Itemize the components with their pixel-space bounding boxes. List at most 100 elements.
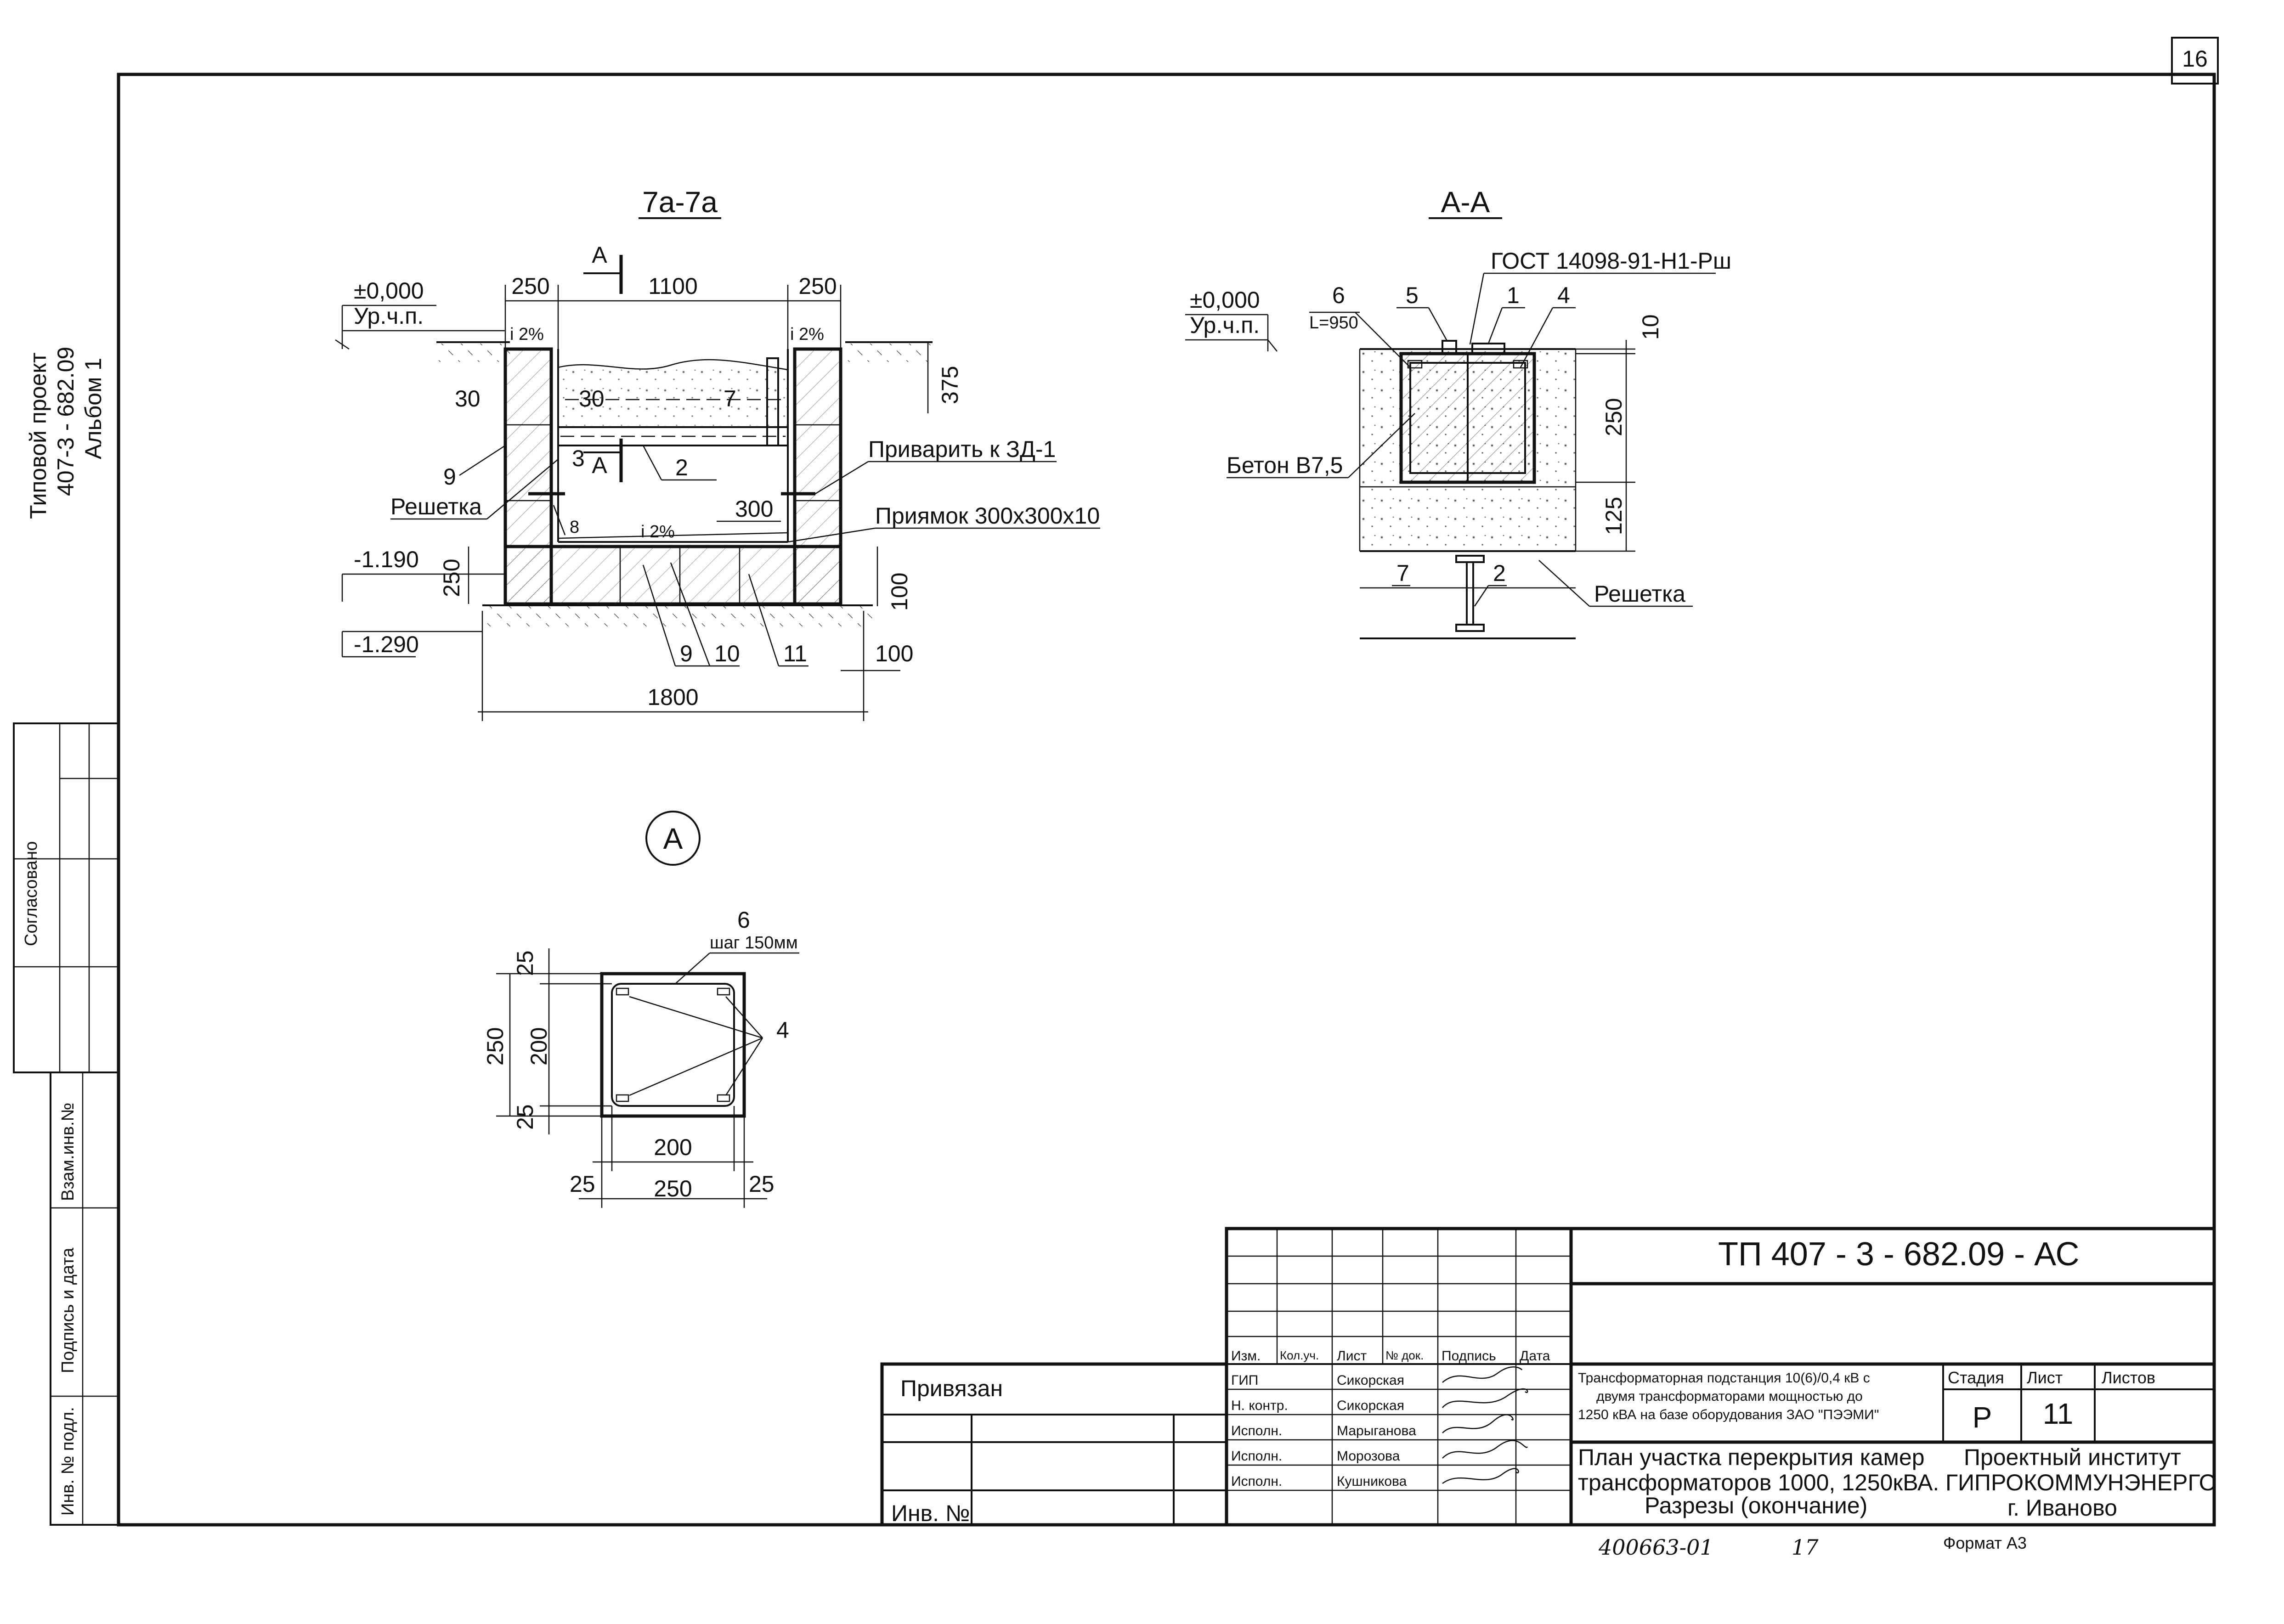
tb-sheet: 11 (2043, 1397, 2073, 1430)
detail-a-callout-6: 6 (737, 907, 750, 933)
level-7a-zero: ±0,000 (354, 278, 424, 304)
agreed-label: Согласовано (22, 841, 41, 946)
dim-7a-d100v: 100 (887, 573, 912, 611)
aa-dim-10: 10 (1638, 314, 1663, 340)
tb-handwritten-page: 17 (1792, 1535, 1819, 1560)
section-7a-cut-bottom-letter: А (592, 452, 607, 478)
detail-a-dim-v200: 200 (526, 1027, 552, 1066)
callout-7a-7: 7 (724, 386, 736, 412)
callout-7a-2: 2 (675, 455, 688, 480)
section-7a-drawing: 7а-7а (335, 186, 1100, 721)
tb-desc-3: 1250 кВА на базе оборудования ЗАО "ПЭЭМИ… (1578, 1407, 1879, 1422)
dim-7a-w1100: 1100 (648, 273, 698, 299)
dim-7a-d375: 375 (937, 366, 963, 404)
detail-a-mark: А (663, 822, 683, 855)
sheet-number-box (2171, 37, 2219, 85)
dim-7a-d30b: 30 (579, 386, 605, 412)
tb-role-5: Исполн. (1231, 1474, 1282, 1489)
section-7a-cut-top-letter: А (592, 242, 607, 268)
aa-dim-250: 250 (1601, 398, 1627, 436)
tb-h-doc: № док. (1385, 1348, 1424, 1362)
callout-7a-3: 3 (572, 445, 585, 471)
tb-title-1: План участка перекрытия камер (1578, 1444, 1925, 1470)
tb-org-2: ГИПРОКОММУНЭНЕРГО (1945, 1470, 2217, 1495)
tb-name-5: Кушникова (1337, 1474, 1407, 1489)
slope-7a-right: i 2% (790, 325, 824, 344)
callout-7a-9a: 9 (443, 464, 456, 490)
note-7a-pit: Приямок 300х300х10 (875, 503, 1100, 529)
tb-desc-1: Трансформаторная подстанция 10(6)/0,4 кВ… (1578, 1370, 1870, 1386)
tb-sheet-label: Лист (2027, 1368, 2063, 1387)
detail-a-callout-4: 4 (776, 1017, 789, 1043)
tb-name-1: Сикорская (1337, 1373, 1404, 1388)
tb-format: Формат А3 (1943, 1534, 2027, 1552)
detail-a-step: шаг 150мм (710, 933, 798, 953)
detail-a-dim-v250: 250 (482, 1027, 508, 1066)
aa-note-concrete: Бетон В7,5 (1227, 452, 1343, 478)
level-7a-l1: -1.190 (354, 547, 419, 572)
side-project-line1: Типовой проект (25, 352, 51, 519)
aa-callout-7: 7 (1396, 560, 1409, 586)
callout-7a-11: 11 (783, 641, 807, 666)
aa-callout-6: 6 (1332, 282, 1345, 308)
side-strip: Типовой проект 407-3 - 682.09 Альбом 1 С… (13, 347, 119, 1526)
title-block: Изм. Кол.уч. Лист № док. Подпись Дата ГИ… (880, 1227, 2217, 1560)
section-7a-title: 7а-7а (642, 186, 718, 219)
dim-7a-w250b: 250 (798, 273, 837, 299)
tb-name-3: Марыганова (1337, 1423, 1416, 1438)
tb-role-4: Исполн. (1231, 1449, 1282, 1464)
tb-name-4: Морозова (1337, 1449, 1400, 1464)
dim-7a-d250: 250 (439, 559, 464, 597)
dim-7a-d30a: 30 (455, 386, 481, 412)
tb-org-1: Проектный институт (1964, 1444, 2181, 1470)
tb-h-date: Дата (1520, 1348, 1550, 1364)
tb-stage: Р (1973, 1401, 1992, 1434)
aa-level-floor: Ур.ч.п. (1190, 312, 1260, 338)
note-7a-weld: Приварить к ЗД-1 (868, 436, 1056, 462)
callout-7a-8: 8 (570, 518, 579, 537)
dim-7a-d100h: 100 (875, 641, 913, 666)
tb-handwritten: 400663-01 (1598, 1535, 1713, 1560)
detail-a-dim-h25a: 25 (570, 1171, 595, 1197)
tb-title-3: Разрезы (окончание) (1645, 1493, 1867, 1518)
aa-gost: ГОСТ 14098-91-Н1-Рш (1491, 248, 1731, 274)
level-7a-l2: -1.290 (354, 632, 419, 657)
tb-role-3: Исполн. (1231, 1423, 1282, 1438)
note-7a-grate: Решетка (390, 494, 482, 519)
slope-7a-bottom: i 2% (641, 522, 675, 541)
sheet-number: 16 (2182, 46, 2208, 72)
tb-h-sign: Подпись (1442, 1348, 1496, 1364)
side-inv-swap: Взам.инв.№ (58, 1103, 78, 1201)
detail-a-dim-h250: 250 (654, 1176, 692, 1201)
dim-7a-d300: 300 (735, 496, 773, 522)
tb-role-2: Н. контр. (1231, 1398, 1288, 1413)
slope-7a-left: i 2% (510, 325, 544, 344)
aa-callout-len: L=950 (1309, 313, 1358, 333)
detail-a-dim-h25b: 25 (749, 1171, 775, 1197)
dim-7a-w250a: 250 (511, 273, 549, 299)
tb-name-2: Сикорская (1337, 1398, 1404, 1413)
section-aa-drawing: А-А ГОСТ 14098-91-Н1-Рш ±0,000 Ур.ч.п. (1185, 186, 1731, 639)
tb-bound: Привязан (900, 1376, 1003, 1401)
aa-callout-4: 4 (1557, 282, 1570, 308)
tb-desc-2: двумя трансформаторами мощностью до (1596, 1389, 1863, 1404)
callout-7a-10: 10 (714, 641, 740, 666)
tb-h-kol: Кол.уч. (1280, 1348, 1319, 1362)
callout-7a-9b: 9 (680, 641, 693, 666)
aa-level-zero: ±0,000 (1190, 287, 1260, 313)
aa-callout-2: 2 (1493, 560, 1506, 586)
tb-inv-no: Инв. № (891, 1500, 970, 1526)
side-project-line3: Альбом 1 (80, 358, 106, 459)
detail-a-dim-h200: 200 (654, 1134, 692, 1160)
aa-note-grate: Решетка (1594, 581, 1685, 607)
dim-7a-w1800: 1800 (647, 684, 698, 710)
detail-a-dim-v25b: 25 (512, 1104, 538, 1130)
aa-callout-5: 5 (1406, 282, 1419, 308)
section-aa-title: А-А (1441, 186, 1490, 219)
level-7a-floor: Ур.ч.п. (354, 303, 424, 329)
detail-a-dim-v25a: 25 (512, 950, 538, 976)
tb-stage-label: Стадия (1948, 1368, 2004, 1387)
tb-org-3: г. Иваново (2007, 1495, 2117, 1521)
side-project-line2: 407-3 - 682.09 (53, 347, 79, 496)
